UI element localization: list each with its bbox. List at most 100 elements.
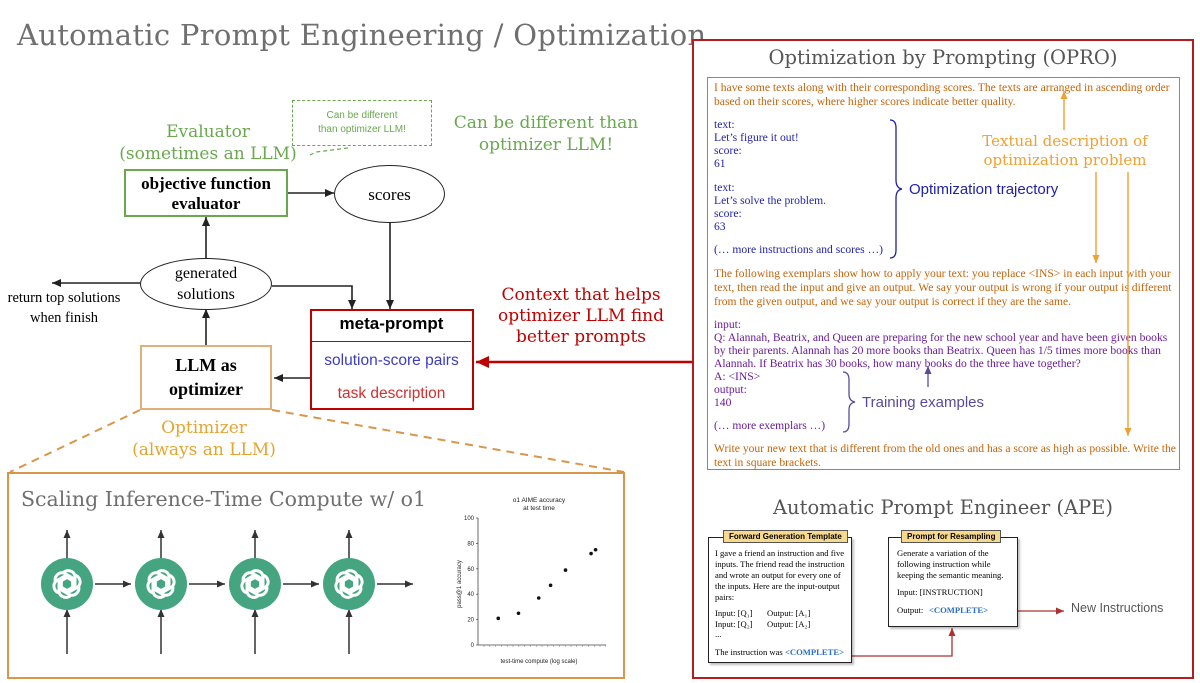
- opro-exemplar-3: from the given output, and we say your o…: [714, 295, 1072, 308]
- openai-node-2: [135, 558, 187, 610]
- chart-point: [563, 568, 568, 572]
- objective-line1: objective function: [141, 174, 271, 193]
- fwd-line-0: I gave a friend an instruction and five: [715, 548, 845, 558]
- opro-intro-2: based on their scores, where higher scor…: [714, 95, 1016, 108]
- opro-q-3: Alannah. If Beatrix has 30 books, how ma…: [714, 357, 1081, 370]
- optimizer-label-line1: Optimizer: [161, 418, 247, 438]
- fwd-io1-out: Output: [A₁]: [767, 608, 811, 618]
- objective-function-evaluator-box: objective function evaluator: [124, 169, 288, 217]
- opro-exemplar-1: The following exemplars show how to appl…: [714, 267, 1171, 280]
- ape-complete-to-resampling: [846, 628, 956, 657]
- scores-label: scores: [368, 185, 411, 204]
- chart-ytick-label: 40: [467, 592, 474, 598]
- optimizer-label-line2: (always an LLM): [132, 440, 276, 460]
- context-label: Context that helps optimizer LLM find be…: [486, 285, 676, 348]
- chart-point: [496, 616, 501, 621]
- llm-line1: LLM as: [175, 355, 237, 375]
- return-line1: return top solutions: [7, 290, 121, 306]
- chart-title-line1: o1 AIME accuracy: [513, 497, 566, 504]
- chart-ytick-label: 80: [467, 541, 474, 547]
- context-line2: optimizer LLM find: [497, 306, 665, 326]
- evaluator-label: Evaluator (sometimes an LLM): [108, 121, 308, 165]
- fwd-io2-in: Input: [Q₂]: [715, 619, 753, 629]
- optimizer-label: Optimizer (always an LLM): [104, 417, 304, 461]
- res-output: Output:: [897, 605, 924, 615]
- chart-point: [516, 611, 521, 616]
- resampling-card: Prompt for Resampling Generate a variati…: [888, 530, 1018, 627]
- can-be-different-line1: Can be different than: [453, 113, 639, 133]
- chart-ytick-label: 0: [471, 643, 475, 649]
- scaling-title: Scaling Inference-Time Compute w/ o1: [21, 487, 427, 511]
- opro-final-2: text in square brackets.: [714, 456, 821, 469]
- opro-input-label: input:: [714, 318, 742, 331]
- fwd-line-2: and wrote an output for every one of: [715, 570, 841, 580]
- main-title: Automatic Prompt Engineering / Optimizat…: [17, 18, 707, 52]
- callout-line1: Can be different: [326, 110, 398, 121]
- res-line-1: following instruction while: [897, 559, 991, 569]
- chart-points: [496, 547, 598, 621]
- chain-arrows: [63, 530, 413, 654]
- fwd-line-1: inputs. The friend read the instruction: [715, 559, 845, 569]
- chart-ytick-label: 60: [467, 567, 474, 573]
- opro-output-value: 140: [714, 396, 732, 409]
- opro-prompt-box: I have some texts along with their corre…: [707, 77, 1180, 470]
- forward-generation-card: Forward Generation Template I gave a fri…: [708, 530, 852, 663]
- opro-traj2-2: score:: [714, 207, 742, 220]
- trajectory-brace: [889, 119, 903, 259]
- res-line-0: Generate a variation of the: [897, 548, 989, 558]
- training-examples-label: Training examples: [862, 394, 984, 411]
- callout-tail: [307, 147, 349, 157]
- generated-solutions-node: generated solutions: [140, 258, 272, 310]
- fwd-io2-out: Output: [A₂]: [767, 619, 811, 629]
- opro-exemplar-2: text, then read the input and give an ou…: [714, 281, 1172, 294]
- forward-generation-header: Forward Generation Template: [723, 530, 848, 543]
- opro-traj2-3: 63: [714, 220, 726, 233]
- fwd-dots: ...: [715, 629, 722, 639]
- llm-line2: optimizer: [169, 379, 243, 399]
- opro-q-2: by their parents. Alannah has 20 more bo…: [714, 344, 1161, 357]
- opro-final-1: Write your new text that is different fr…: [714, 442, 1176, 455]
- zoom-line-left: [9, 409, 141, 473]
- openai-node-1: [41, 558, 93, 610]
- scaling-box: Scaling Inference-Time Compute w/ o1: [7, 472, 625, 679]
- optimization-trajectory-label: Optimization trajectory: [909, 181, 1059, 198]
- llm-optimizer-box: LLM as optimizer: [140, 345, 272, 410]
- chart-point: [589, 551, 593, 556]
- fwd-complete: <COMPLETE>: [785, 647, 844, 657]
- callout-line2: than optimizer LLM!: [318, 124, 406, 135]
- chart-point: [548, 583, 553, 588]
- context-line3: better prompts: [516, 327, 646, 347]
- chart-point: [593, 547, 598, 552]
- textual-desc-line1: Textual description of: [982, 132, 1148, 150]
- chart-ytick-label: 100: [464, 516, 475, 522]
- chart-ytick-label: 20: [467, 618, 474, 624]
- task-description: task description: [337, 385, 446, 402]
- opro-q-1: Q: Alannah, Beatrix, and Queen are prepa…: [714, 331, 1168, 344]
- opro-traj1-2: score:: [714, 144, 742, 157]
- textual-desc-line2: optimization problem: [983, 151, 1147, 169]
- fwd-line-4: pairs:: [715, 592, 735, 602]
- evaluator-label-line2: (sometimes an LLM): [119, 144, 297, 164]
- opro-traj1-3: 61: [714, 157, 726, 170]
- return-line2: when finish: [29, 310, 99, 326]
- scores-node: scores: [334, 165, 445, 223]
- res-complete: <COMPLETE>: [929, 605, 988, 615]
- opro-traj1-0: text:: [714, 118, 735, 131]
- chart-point: [536, 596, 541, 600]
- opro-traj1-1: Let’s figure it out!: [714, 131, 799, 144]
- new-instructions-label: New Instructions: [1071, 601, 1164, 615]
- ape-title: Automatic Prompt Engineer (APE): [772, 496, 1114, 519]
- opro-exemplars-more: (… more exemplars …): [714, 419, 826, 432]
- openai-node-4: [323, 558, 375, 610]
- res-line-2: keeping the semantic meaning.: [897, 570, 1004, 580]
- openai-node-3: [229, 558, 281, 610]
- context-line1: Context that helps: [501, 285, 661, 305]
- meta-prompt-title: meta-prompt: [339, 314, 444, 333]
- fwd-io1-in: Input: [Q₁]: [715, 608, 753, 618]
- can-be-different-note: Can be different than optimizer LLM!: [446, 112, 646, 156]
- solution-score-pairs: solution-score pairs: [324, 352, 459, 369]
- return-top-solutions: return top solutions when finish: [0, 288, 128, 328]
- chart-axes: 0 20 40 60 80 100: [464, 516, 607, 649]
- generated-line1: generated: [174, 265, 238, 282]
